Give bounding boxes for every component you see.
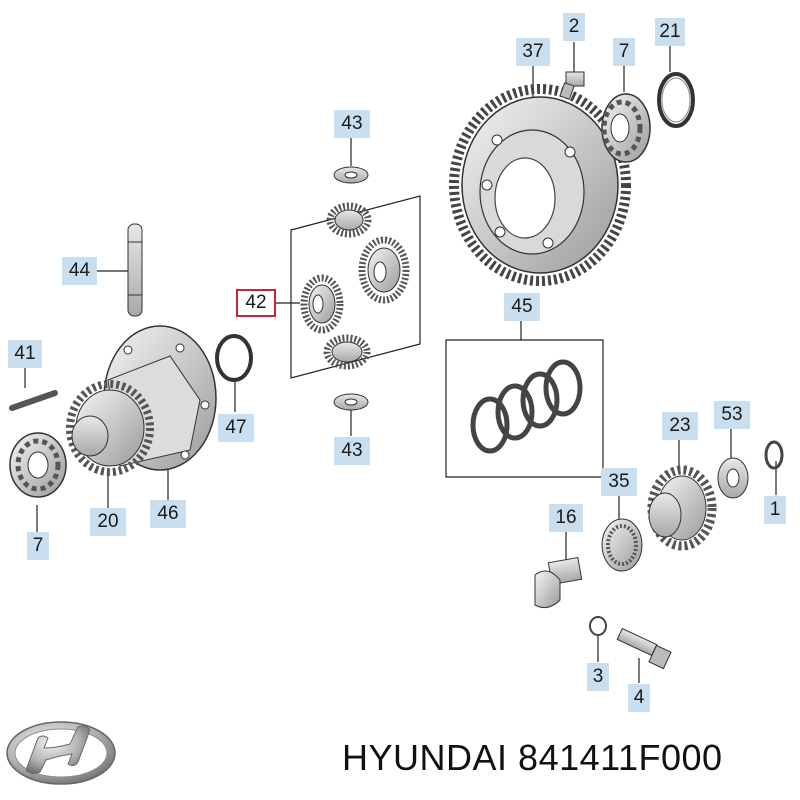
callout-7-left: 7 bbox=[27, 532, 49, 560]
callout-21: 21 bbox=[655, 18, 685, 46]
part-number: 841411F000 bbox=[518, 737, 723, 778]
callout-20: 20 bbox=[90, 508, 126, 536]
callout-2: 2 bbox=[563, 13, 585, 41]
pinion-shaft-part bbox=[127, 223, 143, 317]
needle-bearing-part bbox=[601, 518, 643, 572]
ring-gear-part bbox=[449, 84, 631, 286]
callout-3: 3 bbox=[587, 663, 609, 691]
shim-part-47 bbox=[215, 334, 253, 382]
callout-35: 35 bbox=[601, 468, 637, 496]
spring-set-part bbox=[470, 359, 583, 454]
callout-42-highlighted: 42 bbox=[236, 289, 276, 317]
final-gear-part bbox=[66, 380, 154, 476]
callout-16: 16 bbox=[549, 504, 583, 532]
bolt-part-4 bbox=[616, 627, 672, 670]
callout-1: 1 bbox=[764, 496, 786, 524]
pinion-gear-set-bracket bbox=[290, 195, 421, 379]
snap-ring-part bbox=[764, 440, 784, 470]
callout-7-top: 7 bbox=[613, 38, 635, 66]
callout-4: 4 bbox=[628, 684, 650, 712]
bolt-part-2 bbox=[559, 71, 585, 100]
callout-23: 23 bbox=[662, 412, 698, 440]
callout-53: 53 bbox=[714, 401, 750, 429]
callout-47: 47 bbox=[218, 414, 254, 442]
callout-43-bottom: 43 bbox=[334, 437, 370, 465]
speedometer-gear-part bbox=[534, 556, 583, 609]
lock-pin-part bbox=[9, 390, 58, 411]
callout-43-top: 43 bbox=[334, 110, 370, 138]
callout-46: 46 bbox=[150, 500, 186, 528]
bearing-part-left bbox=[9, 432, 67, 498]
hyundai-logo-icon bbox=[6, 721, 116, 785]
callout-45: 45 bbox=[504, 293, 540, 321]
callout-41: 41 bbox=[8, 340, 42, 368]
callout-44: 44 bbox=[62, 257, 97, 285]
brand-name: HYUNDAI bbox=[342, 737, 508, 778]
part-number-caption: HYUNDAI 841411F000 bbox=[342, 737, 723, 779]
washer-part-3 bbox=[589, 616, 607, 636]
bearing-part-top bbox=[601, 93, 651, 163]
shim-part-21 bbox=[657, 72, 695, 128]
driven-gear-part bbox=[647, 465, 717, 551]
callout-37: 37 bbox=[516, 38, 550, 66]
pinion-gear-set-part bbox=[300, 202, 410, 370]
